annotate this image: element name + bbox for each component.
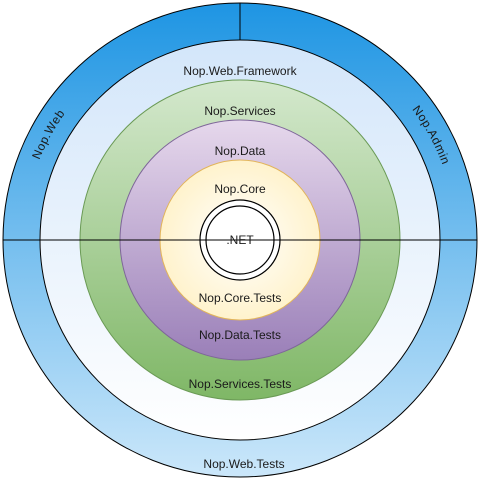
- nop-services-tests-label: Nop.Services.Tests: [189, 377, 292, 391]
- nop-core-tests-label: Nop.Core.Tests: [199, 291, 282, 305]
- dotnet-label: .NET: [226, 233, 254, 247]
- nop-data-label: Nop.Data: [215, 144, 266, 158]
- nop-core-label: Nop.Core: [214, 182, 266, 196]
- nop-services-label: Nop.Services: [204, 104, 275, 118]
- nop-web-framework-label: Nop.Web.Framework: [183, 64, 297, 78]
- nop-data-tests-label: Nop.Data.Tests: [199, 328, 281, 342]
- nop-web-tests-label: Nop.Web.Tests: [203, 457, 284, 471]
